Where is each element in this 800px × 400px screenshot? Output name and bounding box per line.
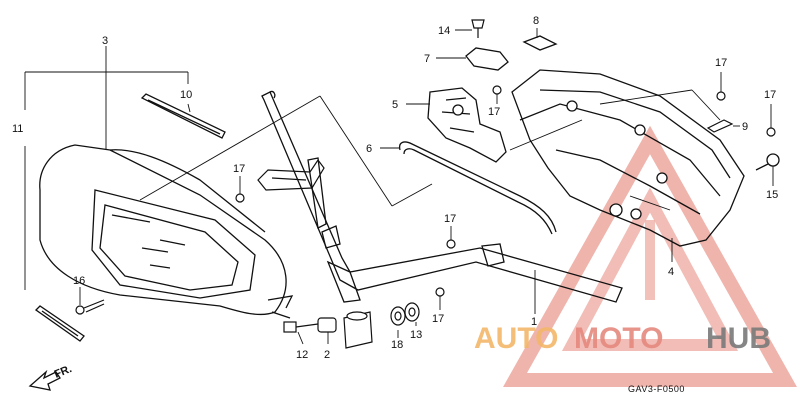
- callout-15: 15: [766, 189, 778, 201]
- diagram-code: GAV3-F0500: [628, 384, 685, 394]
- callout-4: 4: [668, 266, 674, 278]
- callout-17-e: 17: [444, 213, 456, 225]
- part-4-rear-cover: [511, 69, 745, 247]
- part-bracket-left: [257, 158, 325, 191]
- part-18-washer: [390, 306, 406, 326]
- part-lower-strip: [34, 305, 85, 342]
- screws-17: [235, 85, 776, 297]
- watermark-moto: MOTO: [574, 322, 663, 355]
- screw-17-a: [492, 85, 502, 95]
- callout-8: 8: [533, 15, 539, 27]
- part-3-front-cover: [39, 144, 294, 319]
- watermark-text: AUTO MOTO HUB: [474, 322, 771, 355]
- watermark-hub: HUB: [706, 322, 771, 355]
- callout-1: 1: [531, 316, 537, 328]
- screw-17-f: [435, 287, 445, 297]
- callout-17-f: 17: [432, 313, 444, 325]
- screw-17-b: [716, 91, 726, 101]
- front-arrow: FR.: [28, 363, 74, 391]
- part-1-handlebar: [261, 90, 623, 303]
- callout-17-d: 17: [233, 163, 245, 175]
- part-7-plate: [465, 47, 509, 71]
- part-6-cable: [398, 141, 557, 235]
- callout-14: 14: [438, 25, 450, 37]
- screw-17-c: [766, 127, 776, 137]
- screw-17-d: [235, 193, 245, 203]
- callout-6: 6: [366, 143, 372, 155]
- watermark-logo: [503, 125, 797, 387]
- watermark-triangle: [503, 125, 797, 387]
- callout-12: 12: [296, 349, 308, 361]
- part-5-bracket: [427, 87, 507, 163]
- front-label: FR.: [53, 363, 74, 381]
- callout-3: 3: [102, 35, 108, 47]
- callout-2: 2: [324, 349, 330, 361]
- part-9-clip: [706, 119, 734, 133]
- part-10-strip: [140, 93, 226, 139]
- callout-5: 5: [392, 99, 398, 111]
- callout-labels: 1 2 3 4 5 6 7 8 9 10 11 12 13 14 15 16 1…: [12, 15, 778, 361]
- callout-16: 16: [73, 275, 85, 287]
- callout-17-b: 17: [715, 57, 727, 69]
- part-8-grommet: [522, 35, 558, 51]
- watermark-auto: AUTO: [474, 322, 558, 355]
- callout-11: 11: [12, 123, 23, 135]
- part-15-bolt: [755, 153, 780, 171]
- part-16-screw: [75, 299, 105, 315]
- callout-13: 13: [410, 329, 422, 341]
- callout-17-a: 17: [488, 106, 500, 118]
- leader-lines: [24, 28, 774, 345]
- callout-9: 9: [742, 121, 748, 133]
- part-2-collar: [317, 317, 337, 333]
- callout-17-c: 17: [764, 89, 776, 101]
- screw-17-e: [446, 239, 456, 249]
- part-12-bolt: [283, 321, 319, 333]
- callout-18: 18: [391, 339, 403, 351]
- front-arrow-icon: [28, 369, 61, 391]
- callout-10: 10: [180, 89, 192, 101]
- part-stem-bracket: [343, 311, 373, 349]
- callout-7: 7: [424, 53, 430, 65]
- part-14-clip: [471, 19, 485, 38]
- part-13-washer: [404, 302, 420, 322]
